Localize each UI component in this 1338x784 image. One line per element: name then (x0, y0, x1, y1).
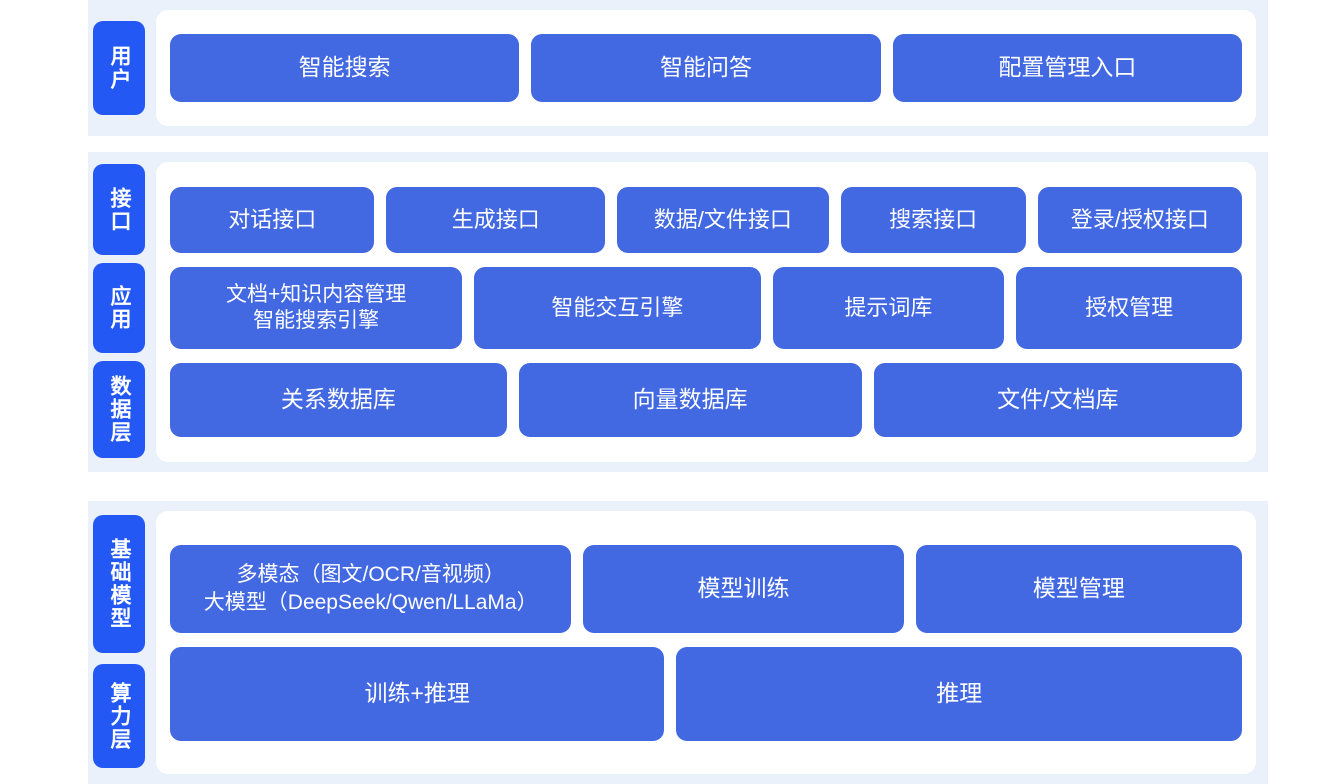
card-infrastructure: 多模态（图文/OCR/音视频） 大模型（DeepSeek/Qwen/LLaMa）… (156, 511, 1256, 774)
layer-tag-user-label: 用户 (107, 45, 131, 91)
card-middle: 对话接口 生成接口 数据/文件接口 搜索接口 登录/授权接口 文档+知识内容管理… (156, 162, 1256, 462)
layer-tag-application[interactable]: 应用 (93, 263, 145, 354)
box-search-api[interactable]: 搜索接口 (840, 187, 1026, 253)
box-prompt-library[interactable]: 提示词库 (772, 267, 1005, 349)
section-middle: 接口 应用 数据层 对话接口 生成接口 数据/文件接口 搜索接口 登录/授权接口… (88, 152, 1268, 472)
box-relational-database[interactable]: 关系数据库 (170, 363, 507, 437)
tag-column-users: 用户 (88, 0, 150, 136)
box-smart-interaction-engine[interactable]: 智能交互引擎 (474, 267, 761, 349)
box-file-document-store[interactable]: 文件/文档库 (873, 363, 1242, 437)
box-config-management-entry[interactable]: 配置管理入口 (892, 34, 1242, 102)
row-api: 对话接口 生成接口 数据/文件接口 搜索接口 登录/授权接口 (170, 187, 1242, 253)
layer-tag-compute-label: 算力层 (107, 681, 131, 751)
box-vector-database[interactable]: 向量数据库 (518, 363, 862, 437)
box-model-management[interactable]: 模型管理 (915, 544, 1242, 633)
layer-tag-data-label: 数据层 (107, 375, 131, 445)
box-dialog-api[interactable]: 对话接口 (170, 187, 375, 253)
box-login-auth-api[interactable]: 登录/授权接口 (1037, 187, 1242, 253)
tag-column-infrastructure: 基础模型 算力层 (88, 501, 150, 784)
layer-tag-interface-label: 接口 (107, 186, 131, 233)
layer-tag-foundation-model-label: 基础模型 (107, 538, 131, 630)
layer-tag-compute[interactable]: 算力层 (93, 664, 145, 768)
box-generation-api[interactable]: 生成接口 (386, 187, 606, 253)
layer-tag-application-label: 应用 (107, 285, 131, 332)
layer-tag-interface[interactable]: 接口 (93, 164, 145, 256)
box-inference[interactable]: 推理 (676, 646, 1242, 741)
box-smart-qa[interactable]: 智能问答 (531, 34, 881, 102)
row-data-store: 关系数据库 向量数据库 文件/文档库 (170, 363, 1242, 437)
layer-tag-foundation-model[interactable]: 基础模型 (93, 515, 145, 653)
box-data-file-api[interactable]: 数据/文件接口 (617, 187, 829, 253)
card-users: 智能搜索 智能问答 配置管理入口 (156, 10, 1256, 126)
row-application: 文档+知识内容管理 智能搜索引擎 智能交互引擎 提示词库 授权管理 (170, 267, 1242, 349)
section-users: 用户 智能搜索 智能问答 配置管理入口 (88, 0, 1268, 136)
layer-tag-data[interactable]: 数据层 (93, 361, 145, 458)
row-user-entries: 智能搜索 智能问答 配置管理入口 (170, 34, 1242, 102)
section-infrastructure: 基础模型 算力层 多模态（图文/OCR/音视频） 大模型（DeepSeek/Qw… (88, 501, 1268, 784)
row-model: 多模态（图文/OCR/音视频） 大模型（DeepSeek/Qwen/LLaMa）… (170, 544, 1242, 633)
box-multimodal-large-model[interactable]: 多模态（图文/OCR/音视频） 大模型（DeepSeek/Qwen/LLaMa） (170, 544, 572, 633)
box-smart-search[interactable]: 智能搜索 (170, 34, 520, 102)
box-authorization-management[interactable]: 授权管理 (1016, 267, 1242, 349)
row-compute: 训练+推理 推理 (170, 646, 1242, 741)
tag-column-middle: 接口 应用 数据层 (88, 152, 150, 472)
box-training-and-inference[interactable]: 训练+推理 (170, 646, 665, 741)
box-document-knowledge-management[interactable]: 文档+知识内容管理 智能搜索引擎 (170, 267, 463, 349)
layer-tag-user[interactable]: 用户 (93, 21, 145, 115)
box-model-training[interactable]: 模型训练 (583, 544, 904, 633)
